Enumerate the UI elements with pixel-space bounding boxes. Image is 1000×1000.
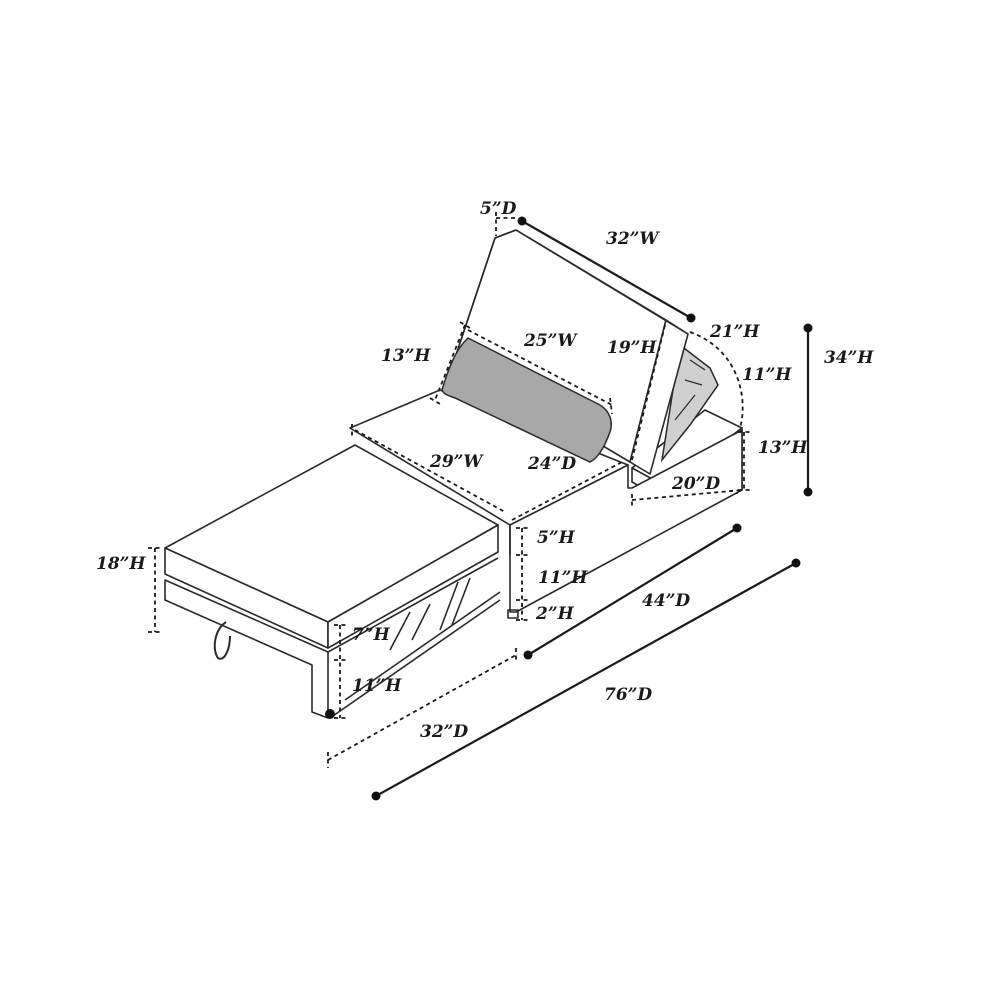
chair-seat <box>349 389 743 619</box>
label-backrest-height: 19”H <box>607 338 657 358</box>
label-drawer-height: 11”H <box>352 676 402 696</box>
label-cushion-thickness: 5”H <box>537 528 576 548</box>
label-total-height: 34”H <box>824 348 874 368</box>
dim-line-total-depth <box>371 558 801 801</box>
dim-line-seat-depth <box>511 461 623 521</box>
label-extension-depth: 32”D <box>420 722 468 742</box>
dim-line-total-height <box>803 323 813 497</box>
label-leg-height: 2”H <box>535 604 575 624</box>
dim-line-pillow-width <box>467 329 613 415</box>
label-pillow-height: 13”H <box>381 346 431 366</box>
dim-line-base-depth <box>631 489 743 506</box>
label-seat-depth: 24”D <box>527 454 576 474</box>
dim-line-seat-width <box>351 424 506 513</box>
label-chair-depth: 44”D <box>642 591 690 611</box>
label-back-depth: 5”D <box>480 199 517 219</box>
label-total-depth: 76”D <box>604 685 652 705</box>
pillow <box>441 337 612 463</box>
label-frame-height: 11”H <box>538 568 588 588</box>
dim-line-extension-depth <box>327 648 517 768</box>
dim-line-back-width <box>517 216 696 323</box>
label-seat-width: 29”W <box>429 452 484 472</box>
label-pillow-width: 25”W <box>523 331 578 351</box>
dim-line-back-depth <box>495 212 518 236</box>
label-drawer-gap: 7”H <box>352 625 391 645</box>
dim-line-chair-stack <box>516 527 528 621</box>
label-base-depth: 20”D <box>671 474 720 494</box>
label-base-height: 13”H <box>758 438 808 458</box>
backrest <box>454 229 689 475</box>
label-armrest-height: 11”H <box>742 365 792 385</box>
dim-line-drawer-stack <box>334 624 346 719</box>
dim-line-pillow-height <box>429 321 471 405</box>
label-back-width: 32”W <box>606 229 660 249</box>
ottoman-block <box>164 444 501 719</box>
dim-line-backrest-height <box>631 324 666 461</box>
dim-line-ottoman-height <box>148 547 162 633</box>
label-back-height: 21”H <box>709 322 760 342</box>
dim-arc-back-height <box>689 331 744 429</box>
label-ottoman-height: 18”H <box>96 554 146 574</box>
dim-line-chair-depth <box>523 523 742 660</box>
